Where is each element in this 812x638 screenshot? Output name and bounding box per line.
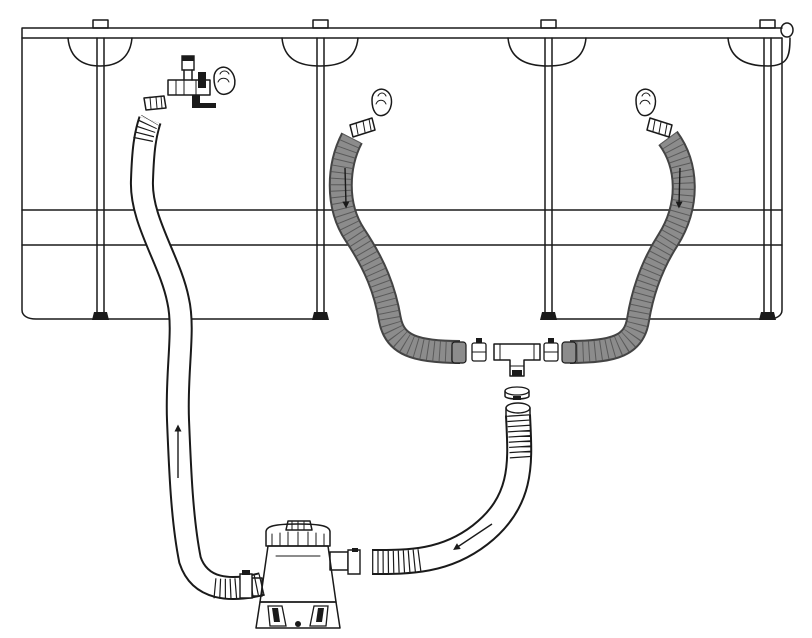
flow-arrows [174,167,683,550]
suction-hose [371,402,533,575]
flow-arrow-return-right [675,167,683,209]
t-clamp-right [543,338,559,362]
hose-clamp-left-upper [349,117,376,138]
inlet-valve [167,55,236,108]
return-hose-right [561,130,696,364]
pump-feed-hose [129,114,265,601]
hose-clamp-feed-upper [143,95,167,111]
return-hose-left [328,132,467,364]
outlet-fitting-right [635,88,657,117]
hose-clamp-right-upper [646,117,673,138]
flow-arrow-suction [453,523,493,550]
t-connector [471,338,559,377]
pool-frame [21,19,794,320]
t-clamp-left [471,338,487,362]
filter-pump [239,520,361,629]
outlet-fitting-left [371,88,393,117]
t-lower-clamp [504,386,530,400]
flow-arrow-return-left [342,167,350,209]
